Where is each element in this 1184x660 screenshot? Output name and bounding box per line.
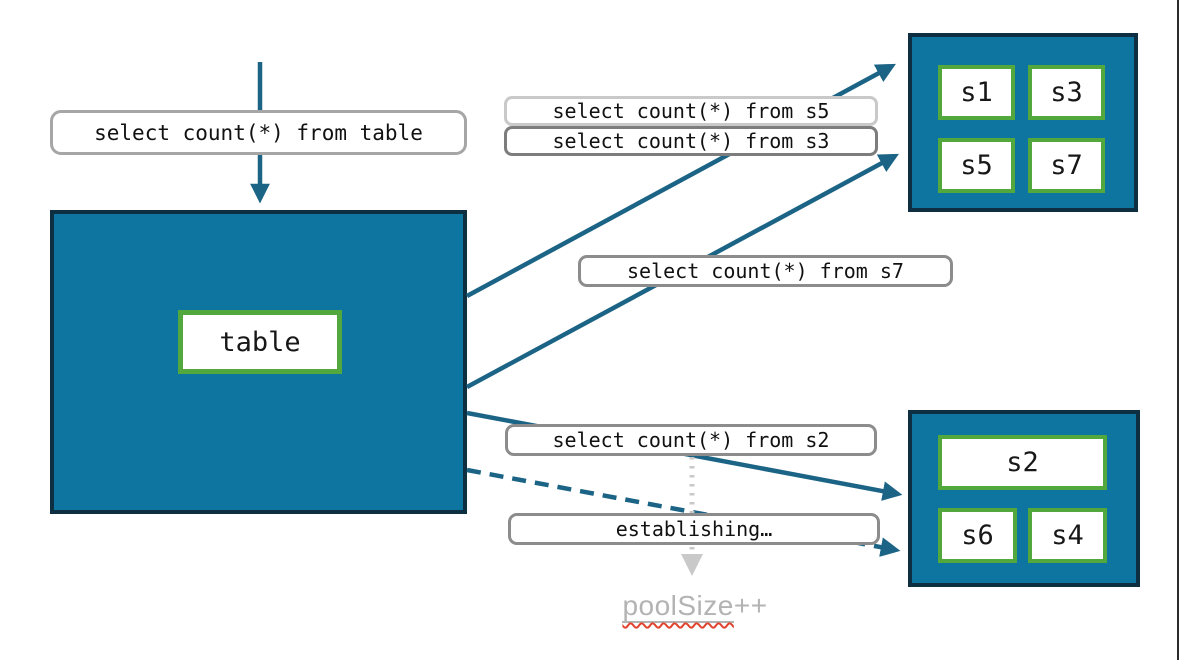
query-text-from-s2: select count(*) from s2 <box>552 428 830 452</box>
slide-edge-line <box>1177 0 1179 660</box>
arrow-establishing-dashed <box>466 467 901 557</box>
query-text-from-s7: select count(*) from s7 <box>627 259 904 283</box>
query-text-from-s3: select count(*) from s3 <box>552 129 830 153</box>
shard-s7-label: s7 <box>1050 150 1083 181</box>
shard-group-top: s1 s3 s5 s7 <box>908 33 1138 212</box>
query-label-from-s2: select count(*) from s2 <box>505 424 877 456</box>
query-label-from-s7: select count(*) from s7 <box>578 255 953 287</box>
shard-s1-label: s1 <box>960 77 993 108</box>
shard-s2: s2 <box>938 435 1107 490</box>
table-node-label: table <box>219 326 301 358</box>
query-label-from-s5: select count(*) from s5 <box>504 96 878 126</box>
shard-s1: s1 <box>938 65 1015 120</box>
query-label-from-table: select count(*) from table <box>50 110 467 155</box>
shard-s5: s5 <box>938 138 1015 193</box>
poolsize-annotation: poolSize++ <box>585 590 805 623</box>
query-label-from-s3: select count(*) from s3 <box>504 126 878 156</box>
shard-s6: s6 <box>938 508 1017 563</box>
shard-s3: s3 <box>1028 65 1105 120</box>
shard-s6-label: s6 <box>961 520 994 551</box>
query-text-from-s5: select count(*) from s5 <box>552 99 830 123</box>
shard-s7: s7 <box>1028 138 1105 193</box>
shard-s4: s4 <box>1028 508 1107 563</box>
query-text-establishing: establishing… <box>615 517 773 541</box>
query-text-from-table: select count(*) from table <box>94 120 423 145</box>
shard-group-bottom: s2 s6 s4 <box>908 410 1140 587</box>
table-node-box: table <box>50 210 467 514</box>
poolsize-word: poolSize <box>622 590 734 623</box>
query-label-establishing: establishing… <box>508 513 880 545</box>
shard-s3-label: s3 <box>1050 77 1083 108</box>
poolsize-increment: ++ <box>733 590 768 621</box>
table-node: table <box>178 310 342 374</box>
shard-s2-label: s2 <box>1006 447 1039 478</box>
shard-s4-label: s4 <box>1051 520 1084 551</box>
shard-s5-label: s5 <box>960 150 993 181</box>
